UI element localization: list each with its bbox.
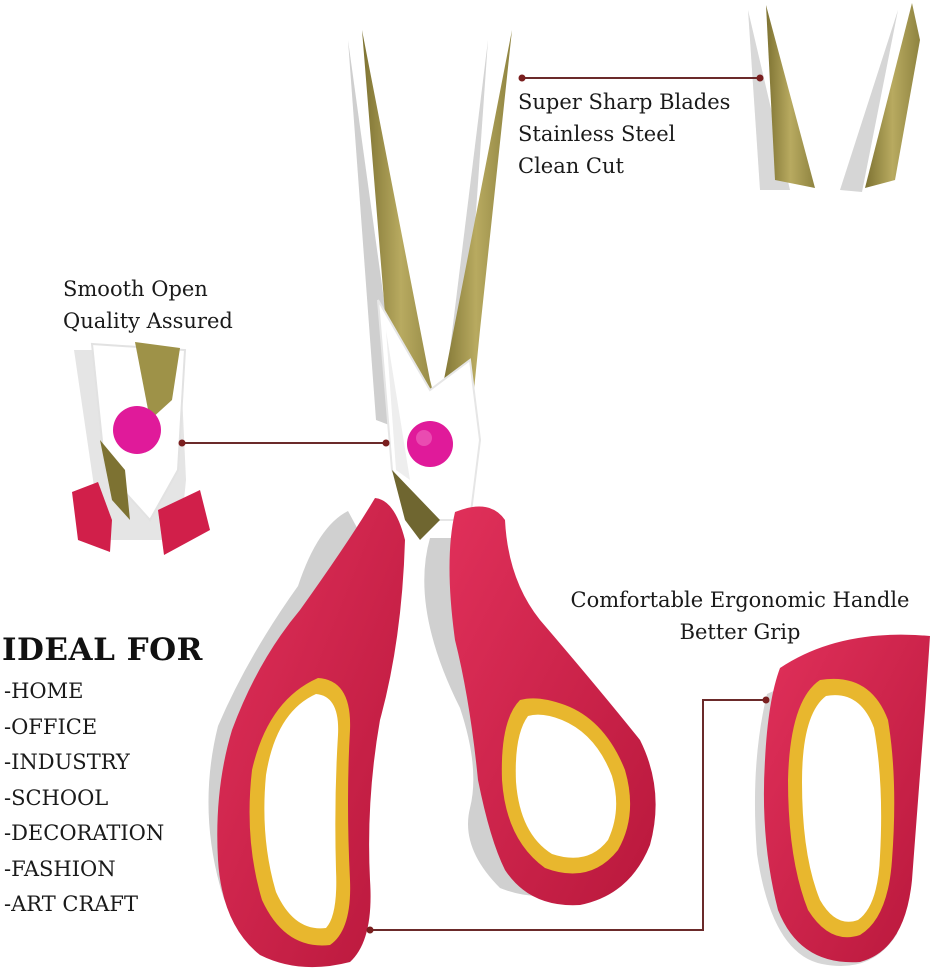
ideal-for-item: -HOME [4,679,84,703]
pivot-callout-line: Quality Assured [63,309,233,333]
ideal-for-item: -ART CRAFT [4,892,139,916]
pivot-detail-screw [113,406,161,454]
right-blade [440,30,512,430]
ideal-for-item: -INDUSTRY [4,750,130,774]
pivot-screw [407,421,453,467]
handle-callout-line: Comfortable Ergonomic Handle [570,588,910,612]
main-scissors [208,30,656,968]
pivot-callout-line: Smooth Open [63,277,208,301]
blade-tips-detail [748,3,920,192]
pivot-callout: Smooth Open Quality Assured [63,273,233,337]
handle-detail [754,634,930,966]
ideal-for-item: -OFFICE [4,714,98,739]
blade-tip-right [865,3,920,188]
ideal-for-item: -FASHION [4,856,116,881]
handle-callout: Comfortable Ergonomic Handle Better Grip [550,584,930,648]
blades-callout-line: Clean Cut [518,154,624,178]
ideal-for-item: -DECORATION [4,821,165,845]
blades-callout-line: Super Sharp Blades [518,90,731,114]
ideal-for-heading: IDEAL FOR [2,632,203,668]
ideal-for-list: -HOME -OFFICE -INDUSTRY -SCHOOL -DECORAT… [4,674,164,923]
blades-callout: Super Sharp Blades Stainless Steel Clean… [518,86,730,182]
blade-tip-left [766,5,815,188]
handle-callout-line: Better Grip [679,620,801,644]
leader-lines [178,74,770,934]
blades-callout-line: Stainless Steel [518,122,676,146]
pivot-detail [72,342,210,555]
ideal-for-item: -SCHOOL [4,785,109,810]
